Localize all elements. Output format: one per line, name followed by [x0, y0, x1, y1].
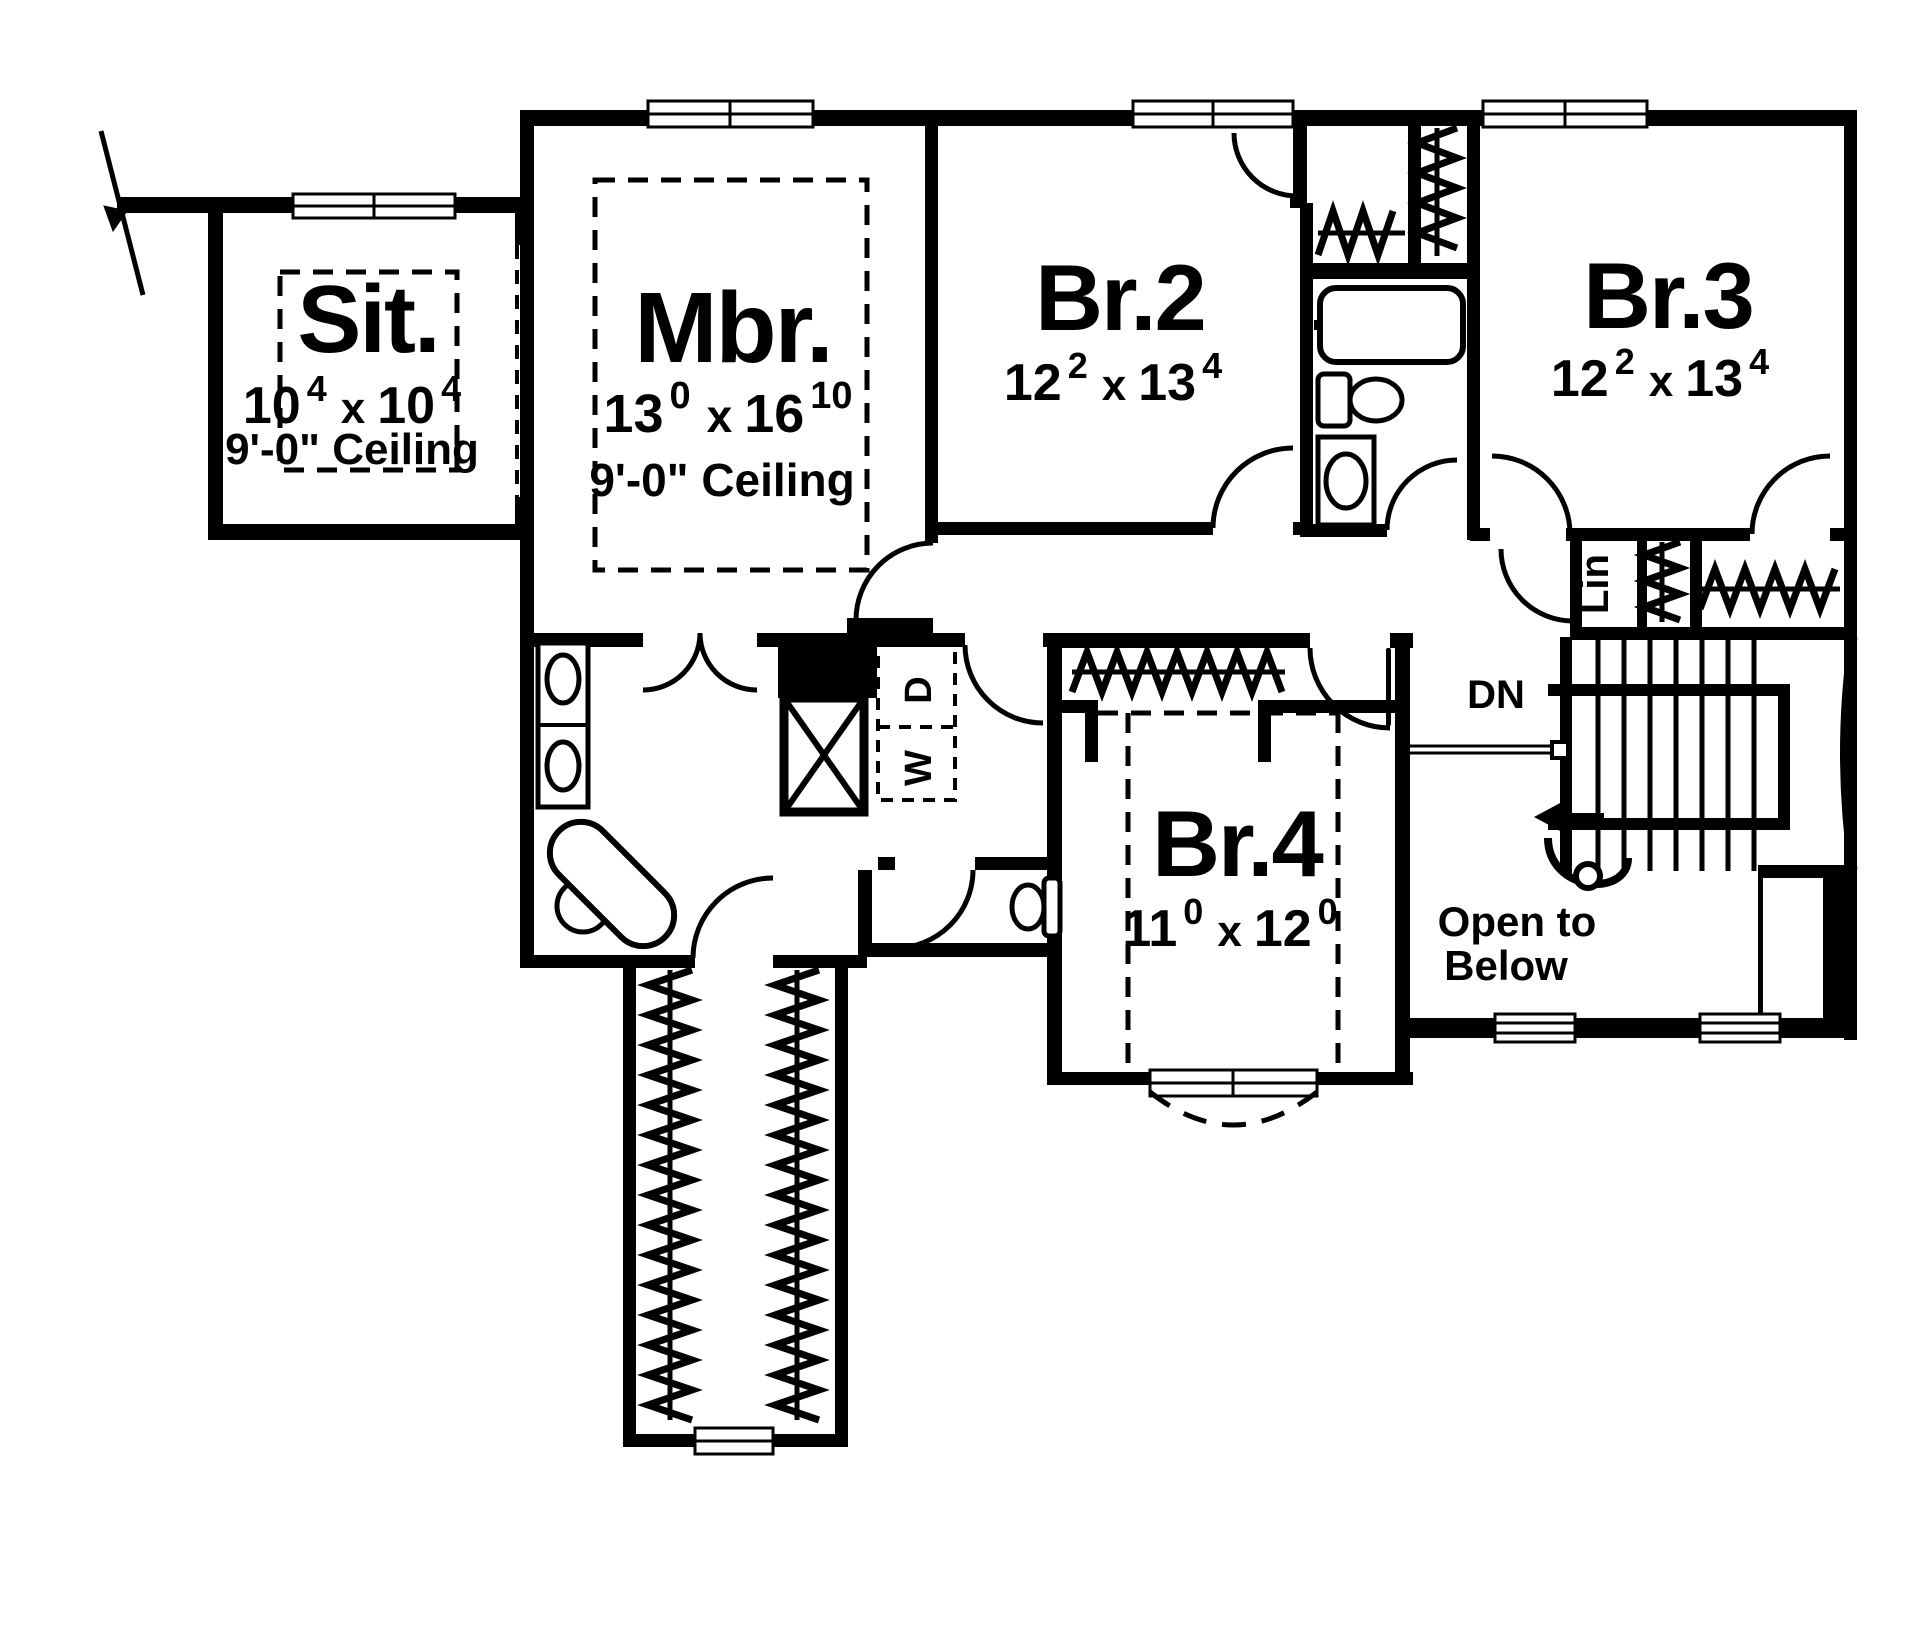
- bay-window-bow: [1148, 1090, 1319, 1128]
- closet-rod-wic-left: [637, 966, 703, 1424]
- room-label-br3: Br.3: [1583, 243, 1753, 348]
- fixtures: [535, 285, 1466, 950]
- window-sit: [291, 192, 457, 220]
- room-label-mbr: Mbr.: [634, 272, 832, 384]
- window-wic: [693, 1426, 775, 1456]
- window-br4-bay: [1148, 1068, 1319, 1098]
- washer-label: W: [898, 750, 940, 786]
- linen-closet-label: Lin: [1573, 554, 1617, 614]
- window-open-below-right: [1698, 1012, 1782, 1044]
- toilet-bowl: [1347, 376, 1405, 424]
- dashed-lines: [277, 177, 1341, 1128]
- window-br3: [1481, 99, 1649, 129]
- chimney-chase: [778, 633, 877, 698]
- stair-treads: [1595, 637, 1757, 871]
- stair-arrow-head-icon: [1534, 802, 1562, 832]
- door-arc-toilet-nook: [894, 869, 976, 951]
- room-label-br2: Br.2: [1035, 245, 1205, 350]
- door-arc-wic-entry: [690, 875, 774, 959]
- door-arc-br3-entry: [1491, 453, 1573, 535]
- tub-faucet-icon: [1314, 320, 1323, 330]
- ceiling-break-mbr: [592, 177, 870, 573]
- washer-dryer-closet: [876, 643, 957, 802]
- door-arc-mbr-hall: [853, 540, 934, 621]
- door-arc-mbr-double-right: [697, 632, 758, 693]
- toilet-tank: [1315, 371, 1353, 429]
- handrail-newel-post: [1550, 740, 1570, 760]
- door-arc-mbr-double-left: [642, 632, 703, 693]
- sink: [544, 652, 582, 706]
- door-arc-br2-closet: [1231, 132, 1298, 199]
- door-arc-br3-closet: [1749, 453, 1831, 535]
- ceiling-note-mbr: 9'-0" Ceiling: [589, 454, 854, 506]
- door-arc-br2-entry: [1210, 445, 1294, 529]
- stair-down-label: DN: [1467, 673, 1525, 717]
- curved-stair-wall: [1840, 636, 1858, 871]
- ceiling-break-sit: [277, 269, 460, 473]
- closet-rod-br2: [1314, 200, 1397, 266]
- door-arc-br4-entry: [1307, 647, 1391, 731]
- door-leaf: [1386, 648, 1391, 726]
- sink: [544, 739, 582, 793]
- newel-circle: [1573, 861, 1603, 891]
- closet-rod-br4: [1068, 642, 1286, 702]
- room-label-sit: Sit.: [297, 266, 438, 373]
- open-to-below-label-line1: Open to: [1438, 898, 1597, 945]
- dryer-label: D: [898, 676, 940, 703]
- closet-rod-bath: [1407, 124, 1467, 252]
- closet-rod-hall: [1633, 538, 1691, 624]
- roof-line: [98, 130, 146, 296]
- window-br2: [1131, 99, 1295, 129]
- closet-rod-wic-right: [764, 966, 830, 1424]
- room-label-br4: Br.4: [1152, 791, 1323, 896]
- closet-rods: [637, 124, 1840, 1424]
- staircase: [1408, 636, 1858, 891]
- roof-arrow-icon: [103, 205, 128, 233]
- ceiling-note-sit: 9'-0" Ceiling: [225, 425, 479, 474]
- door-arc-laundry-hall: [962, 644, 1044, 726]
- window-open-below-left: [1493, 1012, 1577, 1044]
- toilet-bowl: [1009, 882, 1047, 932]
- door-arc-linen-closet: [1498, 548, 1574, 624]
- door-swings: [642, 132, 1831, 959]
- closet-rod-br3: [1696, 559, 1839, 619]
- windows: [291, 99, 1782, 1456]
- bathtub: [1317, 285, 1466, 365]
- sink: [1323, 451, 1369, 511]
- door-arc-bath-entry: [1384, 457, 1458, 531]
- open-to-below-label-line2: Below: [1444, 942, 1568, 989]
- window-mbr: [646, 99, 815, 129]
- corner-tub: [546, 818, 678, 950]
- toilet-tank: [1041, 875, 1063, 939]
- walls: [117, 110, 1857, 1447]
